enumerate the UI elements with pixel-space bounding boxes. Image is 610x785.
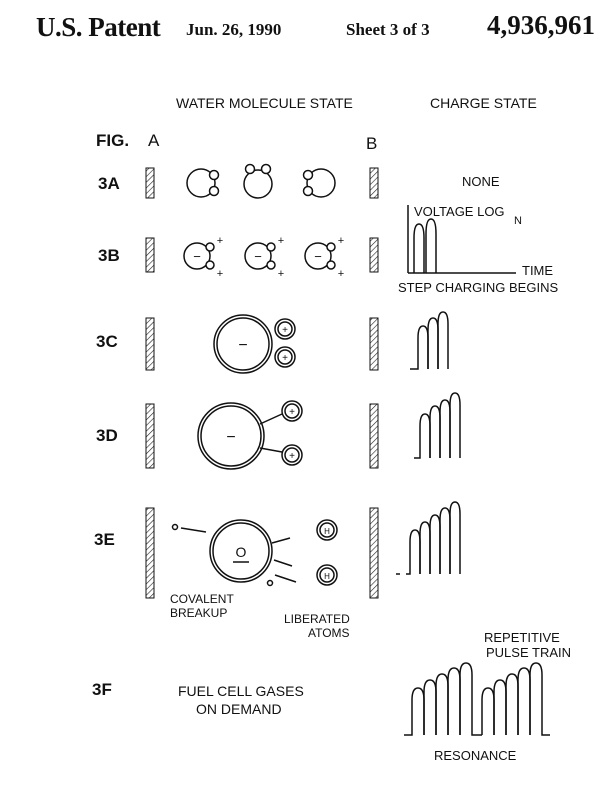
patent-date: Jun. 26, 1990	[186, 20, 282, 39]
pulse-train-label: PULSE TRAIN	[486, 645, 572, 660]
hydrogen-symbol: H	[324, 572, 330, 581]
minus-sign: −	[314, 249, 322, 264]
step-charging-label: STEP CHARGING BEGINS	[398, 280, 559, 295]
molecule-3d	[197, 400, 303, 470]
plate-a-3c	[145, 317, 155, 371]
molecule-3c	[213, 314, 296, 374]
plate-b-3d	[369, 403, 379, 469]
charge-graph-3d	[414, 392, 461, 459]
minus-sign: −	[254, 249, 262, 264]
row-label-3d: 3D	[96, 426, 118, 445]
charge-state-heading: CHARGE STATE	[430, 95, 537, 111]
plus-sign: +	[289, 407, 295, 418]
molecule-3b-3	[304, 242, 336, 270]
plus-sign: +	[278, 235, 284, 247]
row-label-3f: 3F	[92, 680, 112, 699]
sheet-number: Sheet 3 of 3	[346, 20, 430, 39]
repetitive-label: REPETITIVE	[484, 630, 560, 645]
plate-a-3e	[145, 507, 155, 599]
charge-graph-3f	[404, 662, 550, 736]
molecule-3b-2	[244, 242, 276, 270]
plate-b-3e	[369, 507, 379, 599]
plate-a-3d	[145, 403, 155, 469]
water-molecule-heading: WATER MOLECULE STATE	[176, 95, 353, 111]
voltage-log-label: VOLTAGE LOG	[414, 204, 505, 219]
plus-sign: +	[282, 353, 288, 364]
atoms-label: ATOMS	[308, 626, 350, 640]
fig-label: FIG.	[96, 131, 130, 150]
plus-sign: +	[217, 268, 223, 280]
fuel-cell-gases-label: FUEL CELL GASES	[178, 683, 304, 699]
row-label-3c: 3C	[96, 332, 118, 351]
row-label-3e: 3E	[94, 530, 115, 549]
charge-graph-3e	[396, 501, 461, 575]
patent-label: U.S. Patent	[36, 12, 161, 42]
time-axis-label: TIME	[522, 263, 554, 278]
plus-sign: +	[338, 268, 344, 280]
patent-number: 4,936,961	[487, 10, 595, 40]
plus-sign: +	[289, 451, 295, 462]
row-label-3a: 3A	[98, 174, 120, 193]
row-label-3b: 3B	[98, 246, 120, 265]
charge-graph-3b	[407, 205, 516, 274]
plus-sign: +	[338, 235, 344, 247]
resonance-label: RESONANCE	[434, 748, 517, 763]
covalent-label: COVALENT	[170, 592, 234, 606]
oxygen-symbol: O	[236, 544, 247, 560]
molecule-3a-3	[302, 168, 336, 198]
on-demand-label: ON DEMAND	[196, 701, 282, 717]
charge-graph-3c	[410, 311, 449, 370]
molecule-3b-1	[183, 242, 215, 270]
plate-b-3b	[369, 237, 379, 273]
plate-b-3c	[369, 317, 379, 371]
plus-sign: +	[278, 268, 284, 280]
plus-sign: +	[217, 235, 223, 247]
plus-sign: +	[282, 325, 288, 336]
voltage-log-subscript: N	[514, 215, 522, 227]
plate-b-3a	[369, 167, 379, 199]
molecule-3a-2	[243, 163, 273, 199]
minus-sign: −	[226, 429, 235, 446]
plate-a-3b	[145, 237, 155, 273]
column-a-label: A	[148, 131, 160, 150]
breakup-label: BREAKUP	[170, 606, 228, 620]
plate-a-3a	[145, 167, 155, 199]
minus-sign: −	[193, 249, 201, 264]
liberated-label: LIBERATED	[284, 612, 350, 626]
molecule-3a-1	[186, 168, 220, 198]
hydrogen-symbol: H	[324, 527, 330, 536]
minus-sign: −	[238, 337, 247, 354]
charge-none-label: NONE	[462, 174, 500, 189]
molecule-3e	[171, 519, 338, 587]
column-b-label: B	[366, 134, 378, 153]
